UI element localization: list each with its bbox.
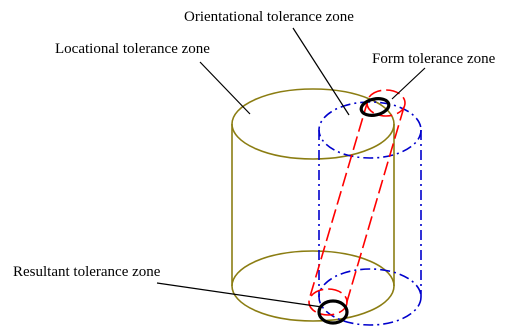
- orientational-tolerance-label: Orientational tolerance zone: [184, 9, 354, 25]
- resultant-leader: [156, 282, 323, 308]
- orientational-tolerance-cylinder: [308, 89, 406, 316]
- locational-tolerance-label: Locational tolerance zone: [55, 41, 210, 57]
- resultant-top-ellipse: [359, 97, 391, 117]
- resultant-tolerance-label: Resultant tolerance zone: [13, 264, 161, 280]
- locational-bottom-ellipse: [231, 250, 395, 322]
- orientational-leader: [292, 27, 350, 116]
- form-bottom-ellipse: [318, 268, 422, 326]
- locational-tolerance-cylinder: [231, 88, 395, 322]
- form-tolerance-label: Form tolerance zone: [372, 51, 496, 67]
- form-tolerance-cylinder: [318, 101, 422, 326]
- resultant-tolerance-zone: [317, 97, 391, 325]
- orientational-left-edge: [308, 99, 369, 301]
- leader-lines: [156, 27, 426, 308]
- resultant-bottom-ellipse: [317, 299, 349, 325]
- orientational-right-edge: [345, 106, 405, 306]
- locational-leader: [199, 61, 251, 115]
- form-leader: [391, 67, 426, 100]
